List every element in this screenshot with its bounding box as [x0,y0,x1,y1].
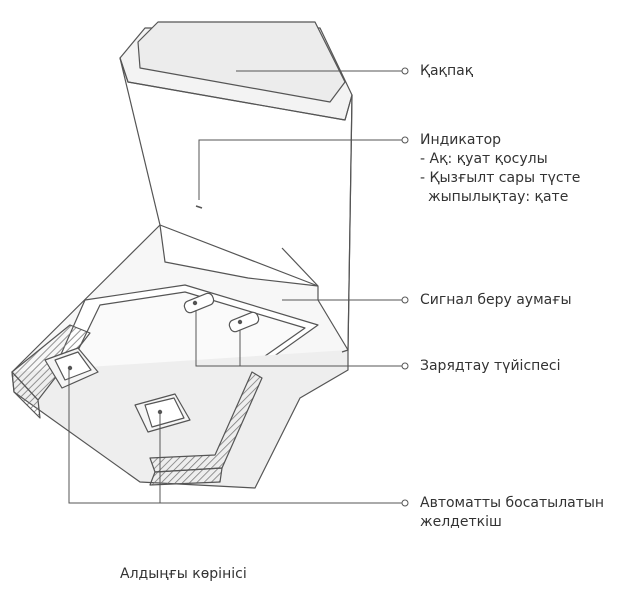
dock-tower [119,21,353,353]
label-auto-fans-line2: желдеткіш [420,514,502,530]
callout-lines [68,67,409,507]
view-caption: Алдыңғы көрінісі [120,566,247,582]
label-charging-contacts: Зарядтау түйіспесі [420,357,561,376]
label-signal-area: Сигнал беру аумағы [420,291,572,310]
label-indicator-orange-1: - Қызғылт сары түсте [420,170,581,186]
label-indicator-orange-2: жыпылықтау: қате [428,189,569,205]
label-lid-text: Қақпақ [420,63,474,79]
auto-fans-shape [44,347,191,433]
dock-base [11,224,349,489]
label-auto-fans: Автоматты босатылатын желдеткіш [420,494,604,532]
label-indicator-white: - Ақ: қуат қосулы [420,151,548,167]
charging-contacts-shape [183,292,260,333]
label-lid: Қақпақ [420,62,473,81]
label-charging-contacts-text: Зарядтау түйіспесі [420,358,561,374]
label-indicator-title: Индикатор [420,132,502,148]
label-signal-area-text: Сигнал беру аумағы [420,292,572,308]
label-indicator: Индикатор - Ақ: қуат қосулы - Қызғылт са… [420,131,580,207]
label-auto-fans-line1: Автоматты босатылатын [420,495,605,511]
indicator-light [195,205,203,209]
